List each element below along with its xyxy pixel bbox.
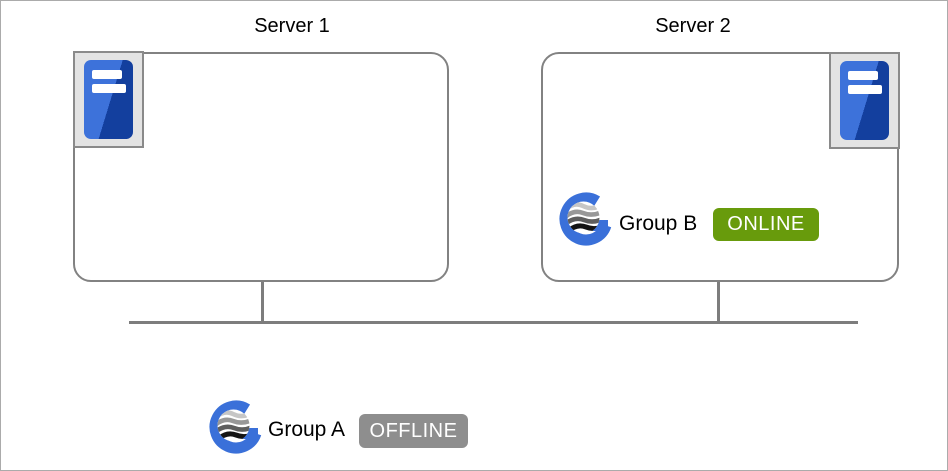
server-slot: [848, 85, 882, 94]
server1-title: Server 1: [254, 15, 330, 37]
server-tower-body: [84, 60, 133, 139]
server-tower-icon: [73, 51, 144, 148]
server-slot: [92, 84, 126, 93]
server2-network-connector: [717, 282, 720, 324]
status-badge-offline: OFFLINE: [359, 414, 468, 448]
group-globe-icon: [209, 400, 262, 454]
status-badge-online: ONLINE: [713, 208, 819, 241]
server-tower-body: [840, 61, 889, 140]
server2-title: Server 2: [655, 15, 731, 37]
group-label: Group B: [619, 212, 698, 235]
server-tower-icon: [829, 52, 900, 149]
server1-network-connector: [261, 282, 264, 324]
group-globe-icon: [559, 192, 612, 246]
network-bus-line: [129, 321, 858, 324]
group-label: Group A: [268, 418, 346, 441]
server-slot: [92, 70, 122, 79]
server-slot: [848, 71, 878, 80]
